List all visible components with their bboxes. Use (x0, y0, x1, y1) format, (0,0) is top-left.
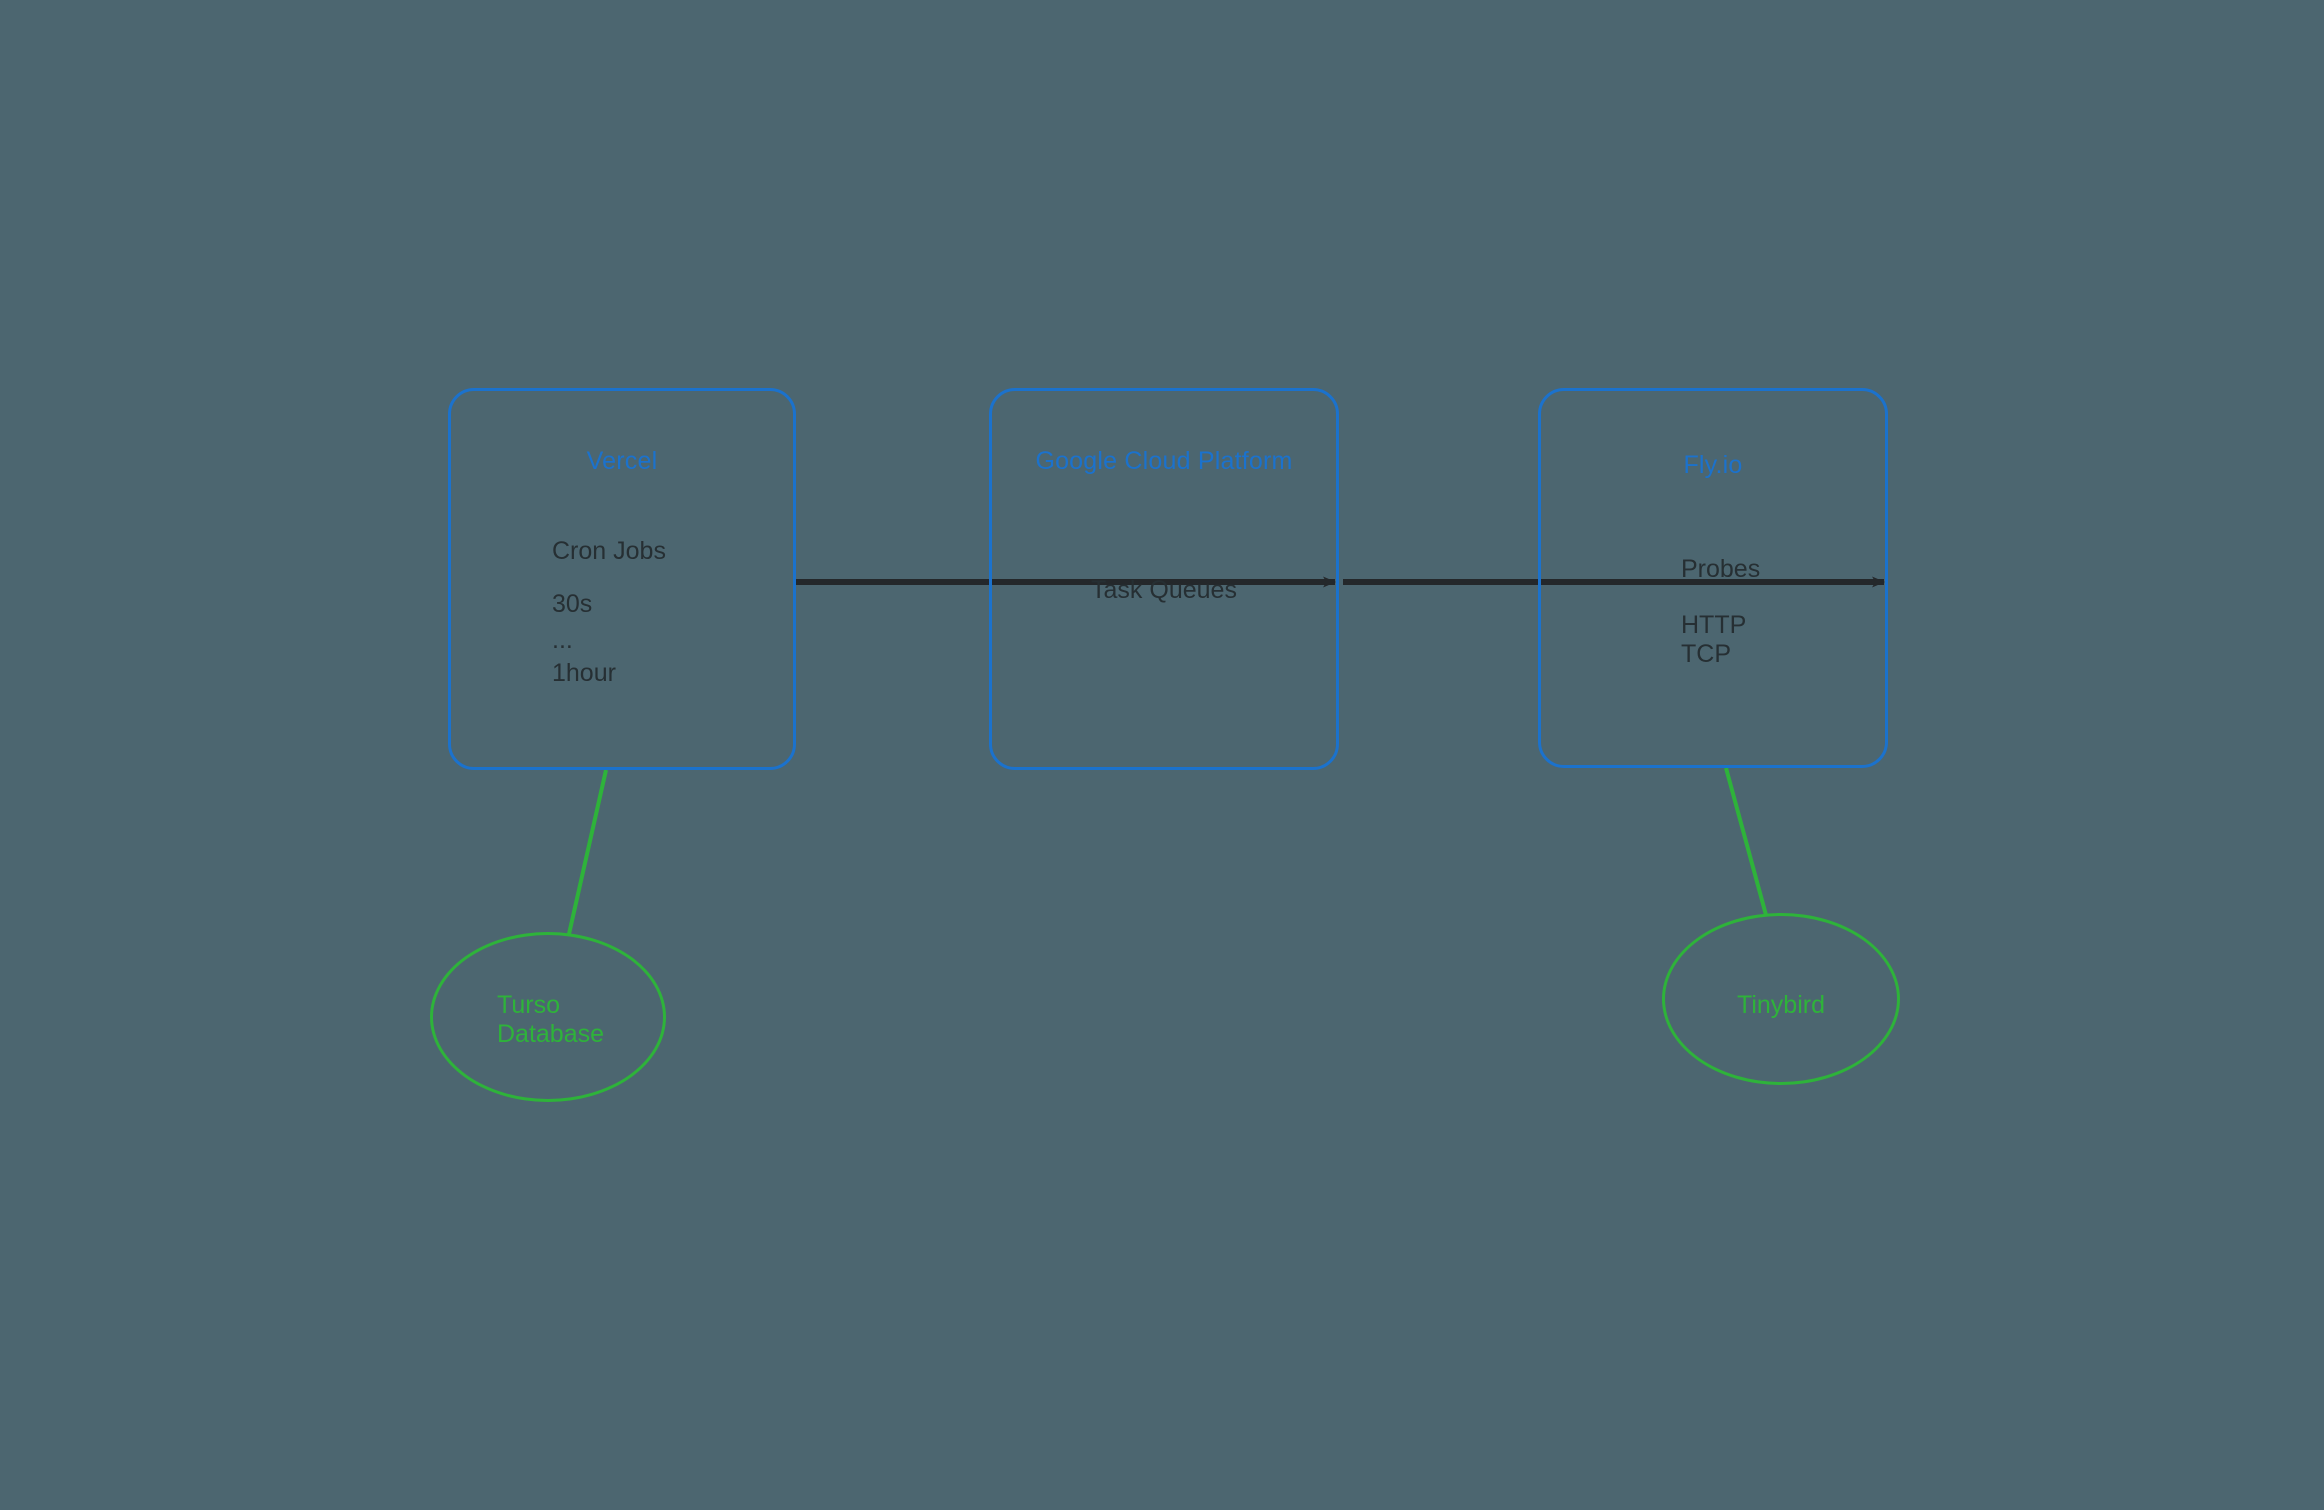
node-vercel-title: Vercel (586, 447, 658, 475)
node-turso-database[interactable]: Turso Database (430, 932, 666, 1102)
node-gcp-line-task-queues: Task Queues (1091, 576, 1237, 604)
node-vercel-line-ellipsis: ... (552, 626, 573, 654)
node-turso-label-line1: Turso (497, 991, 560, 1019)
link-fly-to-tinybird (1724, 767, 1768, 916)
node-tinybird-label: Tinybird (1737, 991, 1825, 1019)
node-vercel-line-cron-jobs: Cron Jobs (552, 537, 666, 565)
node-vercel-line-1hour: 1hour (552, 659, 616, 687)
node-fly-title: Fly.io (1683, 451, 1743, 479)
node-fly-line-probes: Probes (1681, 555, 1761, 583)
link-vercel-to-turso (567, 769, 608, 935)
node-fly-io[interactable]: Fly.io Probes HTTP TCP (1538, 388, 1888, 768)
node-fly-line-tcp: TCP (1681, 640, 1731, 668)
node-tinybird[interactable]: Tinybird (1662, 913, 1900, 1085)
node-vercel-line-30s: 30s (552, 590, 593, 618)
node-gcp-title: Google Cloud Platform (1035, 447, 1293, 475)
node-vercel[interactable]: Vercel Cron Jobs 30s ... 1hour (448, 388, 796, 770)
node-fly-line-http: HTTP (1681, 611, 1747, 639)
node-turso-label-line2: Database (497, 1020, 605, 1048)
node-google-cloud-platform[interactable]: Google Cloud Platform Task Queues (989, 388, 1339, 770)
